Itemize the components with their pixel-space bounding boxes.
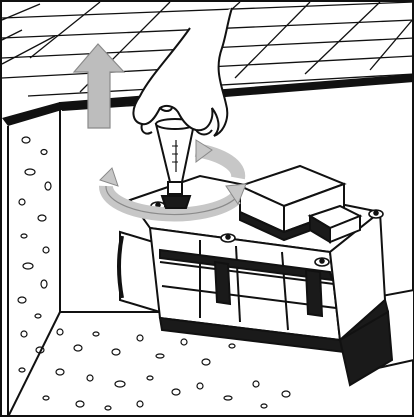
control-box — [237, 164, 363, 244]
rotate-arrows-icon — [99, 139, 247, 222]
bolt-icon — [368, 209, 384, 219]
bolts — [150, 201, 384, 267]
bolt-icon — [314, 257, 330, 267]
up-arrow-icon — [72, 43, 126, 129]
bolt-icon — [220, 233, 236, 243]
gravel-texture — [17, 136, 291, 411]
floor-edge — [2, 74, 414, 126]
hand-icon — [132, 7, 233, 137]
